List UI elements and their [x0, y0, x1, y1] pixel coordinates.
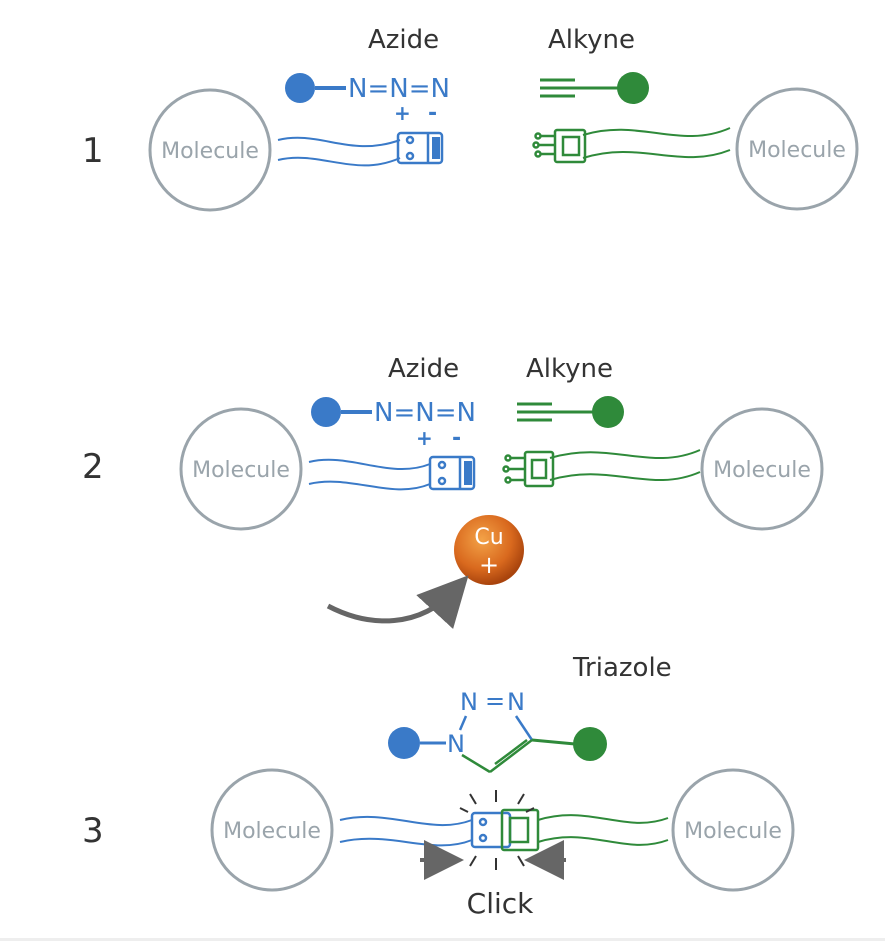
alkyne-label-2: Alkyne	[526, 354, 613, 384]
azide-ball-1	[285, 73, 315, 103]
azide-minus-2: -	[452, 426, 461, 451]
alkyne-connector-2	[502, 450, 555, 488]
molecule-label-left-1: Molecule	[161, 139, 259, 164]
copper-charge: +	[479, 551, 499, 579]
catalyst-arrow	[326, 575, 469, 630]
triazole-n-top-right: N	[507, 688, 525, 716]
triazole-label: Triazole	[572, 653, 672, 683]
alkyne-ball-2	[592, 396, 624, 428]
clicked-connector	[470, 808, 540, 852]
molecule-circle-left-3	[210, 768, 334, 892]
azide-connector-2	[428, 455, 476, 491]
copper-symbol: Cu	[474, 525, 503, 550]
alkyne-ball-1	[617, 72, 649, 104]
molecule-circle-left-2	[179, 407, 303, 531]
copper-catalyst: Cu +	[454, 515, 524, 585]
molecule-circle-right-1	[735, 87, 859, 211]
azide-group-2: N=N=N + -	[311, 397, 476, 451]
alkyne-label-1: Alkyne	[548, 25, 635, 55]
triazole-structure: N N = N	[388, 687, 607, 774]
triazole-azide-ball	[388, 727, 420, 759]
azide-label-1: Azide	[368, 25, 439, 55]
triazole-n-left: N	[447, 730, 465, 758]
molecule-circle-right-3	[671, 768, 795, 892]
azide-label-2: Azide	[388, 354, 459, 384]
azide-formula-2: N=N=N	[374, 398, 476, 428]
azide-ball-2	[311, 397, 341, 427]
molecule-circle-right-2	[700, 407, 824, 531]
molecule-label-left-2: Molecule	[192, 458, 290, 483]
step-number-2: 2	[82, 447, 104, 487]
click-label: Click	[467, 887, 535, 920]
molecule-label-right-1: Molecule	[748, 138, 846, 163]
copper-ball	[454, 515, 524, 585]
triazole-n-top-left: N	[460, 688, 478, 716]
triazole-bond: =	[485, 687, 505, 715]
alkyne-group-2	[517, 396, 624, 428]
molecule-label-left-3: Molecule	[223, 819, 321, 844]
bottom-divider	[0, 938, 885, 941]
azide-minus-1: -	[428, 101, 437, 126]
azide-formula-1: N=N=N	[348, 74, 450, 104]
step-2-panel: 2 Azide Alkyne N=N=N + - Molecule	[82, 354, 824, 630]
step-number-1: 1	[82, 131, 104, 171]
step-number-3: 3	[82, 811, 104, 851]
alkyne-group-1	[540, 72, 649, 104]
click-burst	[459, 790, 535, 870]
alkyne-connector-1	[532, 128, 587, 164]
molecule-label-right-3: Molecule	[684, 819, 782, 844]
step-1-panel: 1 Azide Alkyne N=N=N + - Molecule	[82, 25, 859, 212]
triazole-alkyne-ball	[573, 727, 607, 761]
molecule-circle-left-1	[148, 88, 272, 212]
azide-plus-2: +	[416, 426, 433, 450]
azide-connector-1	[396, 131, 444, 165]
molecule-label-right-2: Molecule	[713, 458, 811, 483]
step-3-panel: 3 Triazole N N = N Molecule Molecule	[82, 653, 795, 920]
azide-plus-1: +	[394, 101, 411, 125]
azide-group-1: N=N=N + -	[285, 73, 450, 126]
